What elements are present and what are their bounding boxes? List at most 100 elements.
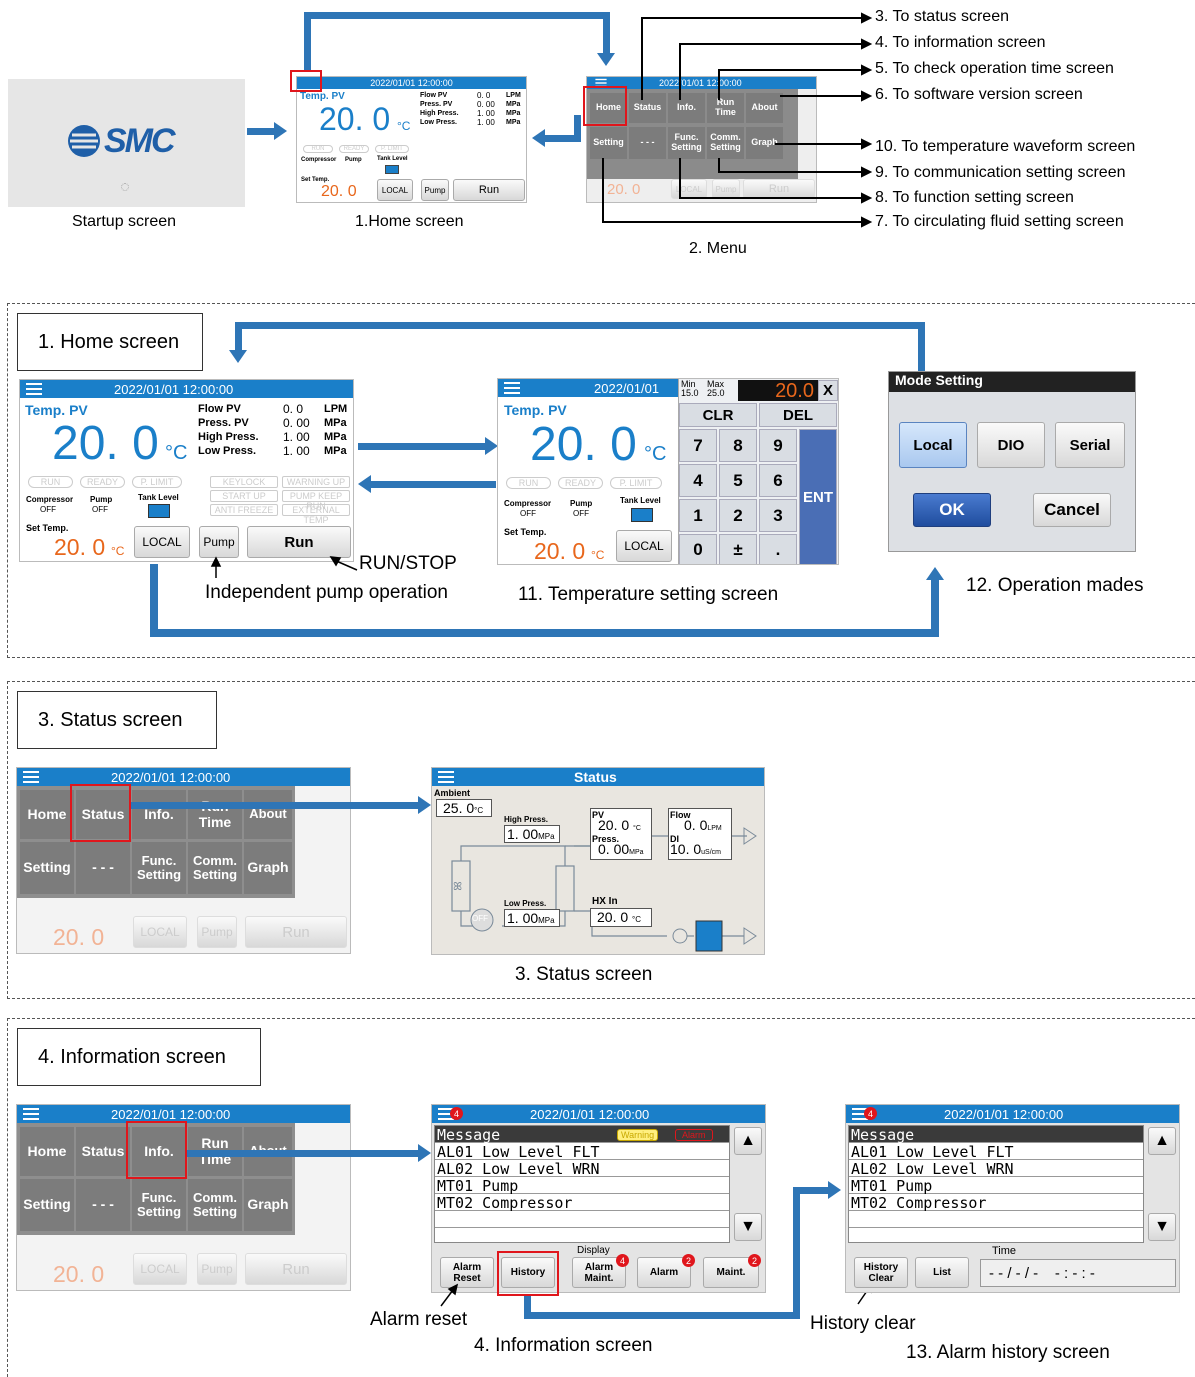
menu-more[interactable]: - - - (76, 1179, 130, 1231)
key-4[interactable]: 4 (679, 464, 717, 497)
key-0[interactable]: 0 (679, 534, 717, 564)
history-row[interactable]: AL02 Low Level WRN (849, 1160, 1143, 1178)
history-button[interactable]: History (501, 1257, 555, 1288)
scroll-up-button[interactable]: ▲ (1148, 1127, 1176, 1155)
set-temp-unit: °C (591, 548, 605, 562)
keypad-close-button[interactable]: X (818, 380, 838, 401)
arrow-head (358, 475, 371, 493)
menu-func-setting[interactable]: Func. Setting (668, 127, 705, 159)
local-button[interactable]: LOCAL (377, 179, 413, 201)
menu-icon[interactable] (26, 383, 42, 395)
arrow (358, 443, 486, 450)
scroll-down-button[interactable]: ▼ (734, 1213, 762, 1241)
alarm-maint-button[interactable]: Alarm Maint. (572, 1257, 626, 1288)
menu-home[interactable]: Home (590, 93, 627, 123)
menu-more[interactable]: - - - (76, 842, 130, 894)
arrow (150, 564, 158, 636)
pump-faded: Pump (197, 1253, 237, 1285)
set-temp-label: Set Temp. (26, 523, 69, 533)
set-temp-value[interactable]: 20. 0 (54, 534, 106, 560)
mode-serial-button[interactable]: Serial (1055, 422, 1125, 468)
run-button[interactable]: Run (453, 179, 525, 201)
pump-button[interactable]: Pump (421, 179, 449, 201)
key-2[interactable]: 2 (719, 499, 757, 532)
menu-comm-setting[interactable]: Comm. Setting (707, 127, 744, 159)
menu-setting[interactable]: Setting (590, 127, 627, 159)
key-decimal[interactable]: . (759, 534, 797, 564)
mode-local-button[interactable]: Local (899, 422, 967, 468)
menu-info[interactable]: Info. (668, 93, 705, 123)
anti-freeze-indicator: ANTI FREEZE (210, 504, 278, 516)
history-row[interactable]: AL01 Low Level FLT (849, 1143, 1143, 1161)
pump-button[interactable]: Pump (199, 526, 239, 558)
menu-setting[interactable]: Setting (20, 1179, 74, 1231)
key-1[interactable]: 1 (679, 499, 717, 532)
history-clear-button[interactable]: History Clear (854, 1257, 908, 1288)
scroll-up-button[interactable]: ▲ (734, 1127, 762, 1155)
keypad-enter[interactable]: ENT (799, 429, 837, 564)
section-information (7, 1018, 1195, 1377)
menu-info[interactable]: Info. (132, 1127, 186, 1176)
menu-status[interactable]: Status (76, 1127, 130, 1176)
keypad-del[interactable]: DEL (759, 403, 837, 427)
menu-graph[interactable]: Graph (244, 842, 292, 894)
run-button[interactable]: Run (247, 526, 351, 558)
mode-ok-button[interactable]: OK (913, 493, 991, 527)
menu-comm-setting[interactable]: Comm. Setting (188, 1179, 242, 1231)
alarm-button[interactable]: Alarm (637, 1257, 691, 1288)
low-press-label: Low Press. (504, 899, 547, 908)
message-row[interactable]: AL02 Low Level WRN (435, 1160, 729, 1178)
alarm-reset-button[interactable]: Alarm Reset (440, 1257, 494, 1288)
alarm-history-caption: 13. Alarm history screen (906, 1342, 1110, 1363)
key-plus-minus[interactable]: ± (719, 534, 757, 564)
list-button[interactable]: List (915, 1257, 969, 1288)
menu-status[interactable]: Status (629, 93, 666, 123)
local-button[interactable]: LOCAL (134, 526, 190, 558)
menu-about[interactable]: About (244, 790, 292, 839)
menu-run-time[interactable]: Run Time (707, 93, 744, 123)
key-7[interactable]: 7 (679, 429, 717, 462)
information-screen: 2022/01/01 12:00:00 4 Message Warning Al… (431, 1104, 766, 1293)
menu-info[interactable]: Info. (132, 790, 186, 839)
key-3[interactable]: 3 (759, 499, 797, 532)
message-row[interactable]: MT01 Pump (435, 1177, 729, 1195)
key-9[interactable]: 9 (759, 429, 797, 462)
menu-func-setting[interactable]: Func. Setting (132, 842, 186, 894)
key-8[interactable]: 8 (719, 429, 757, 462)
history-row[interactable]: MT01 Pump (849, 1177, 1143, 1195)
run-indicator: RUN (506, 477, 551, 489)
dest-operation-time: 5. To check operation time screen (875, 60, 1114, 77)
menu-home[interactable]: Home (20, 790, 74, 839)
menu-more[interactable]: - - - (629, 127, 666, 159)
menu-about[interactable]: About (746, 93, 783, 123)
message-list: Message Warning Alarm AL01 Low Level FLT… (434, 1125, 730, 1243)
menu-graph[interactable]: Graph (244, 1179, 292, 1231)
temp-unit: °C (165, 442, 188, 464)
set-temp-faded: 20. 0 (53, 924, 105, 950)
message-row[interactable]: AL01 Low Level FLT (435, 1143, 729, 1161)
scroll-down-button[interactable]: ▼ (1148, 1213, 1176, 1241)
mode-dio-button[interactable]: DIO (977, 422, 1045, 468)
history-row[interactable]: MT02 Compressor (849, 1194, 1143, 1212)
message-row[interactable]: MT02 Compressor (435, 1194, 729, 1212)
set-temp-value[interactable]: 20. 0 (321, 183, 357, 200)
local-button[interactable]: LOCAL (616, 530, 672, 562)
keylock-indicator: KEYLOCK (210, 476, 278, 488)
run-faded: Run (743, 179, 815, 199)
mode-cancel-button[interactable]: Cancel (1033, 493, 1111, 527)
menu-setting[interactable]: Setting (20, 842, 74, 894)
key-6[interactable]: 6 (759, 464, 797, 497)
dest-communication: 9. To communication setting screen (875, 164, 1126, 181)
pump-state: OFF (472, 914, 488, 923)
menu-comm-setting[interactable]: Comm. Setting (188, 842, 242, 894)
keypad-entry[interactable]: 20.0 (738, 380, 818, 402)
high-press-readout: 1. 00MPa (504, 825, 560, 843)
menu-func-setting[interactable]: Func. Setting (132, 1179, 186, 1231)
menu-home[interactable]: Home (20, 1127, 74, 1176)
keypad-clr[interactable]: CLR (679, 403, 757, 427)
time-label: Time (992, 1245, 1017, 1257)
menu-status[interactable]: Status (76, 790, 130, 839)
key-5[interactable]: 5 (719, 464, 757, 497)
